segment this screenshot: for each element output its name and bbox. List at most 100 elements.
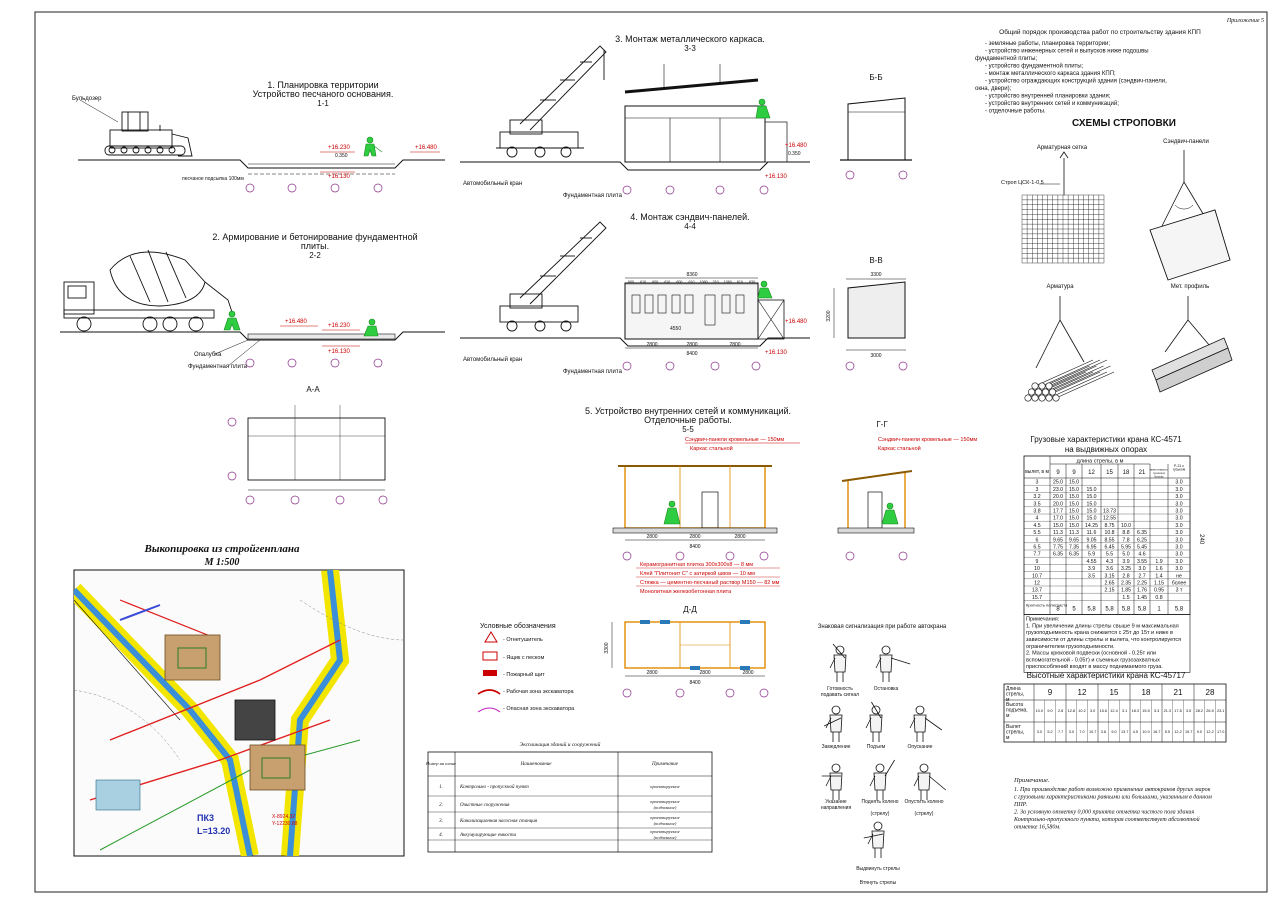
table-cell: 10.7 [1032,573,1042,579]
plan-outline [247,417,386,481]
axis-bubbles [845,361,908,371]
row-label: м [1006,735,1010,741]
ground-line [60,331,445,341]
table-cell: 7.0 [1079,730,1084,734]
table-cell: 10.2 [1078,709,1085,713]
table-cell: проектируемое [650,815,680,820]
order-item: - устройство ограждающих конструкций зда… [985,78,1167,85]
signal-label: Опустить колено [904,799,943,805]
dimension-text: 2800 [646,342,657,348]
building-section [624,465,766,529]
table-cell: 4 [1036,516,1039,522]
dimension-text: 610 [737,280,743,284]
table-cell: 4.55 [1086,559,1096,565]
dimension-text: 2800 [689,534,700,540]
table-header: длина стрелы, в м [1077,459,1124,465]
table-cell: 15.0 [1069,516,1079,522]
table-cell: 3.0 [1175,537,1182,543]
table-cell: 15.7 [1032,595,1042,601]
table-cell: 5.2 [1047,730,1052,734]
mobile-crane-icon [496,45,607,158]
table-cell: 15.0 [1086,494,1096,500]
table-cell: 10 [1034,566,1040,572]
floor-layers-legend: Керамогранитная плитка 300х300х8 — 8 мм … [636,562,780,595]
signal-person-icon [869,759,895,800]
row-label: стрелы, [1006,692,1024,698]
table-header: 18 [1142,688,1151,697]
site-building [261,757,291,779]
table-cell: 12.4 [1110,709,1117,713]
note-line: грузоподъемность крана снижается с 25т д… [1026,630,1173,636]
signal-label: Выдвинуть стрелы [856,866,900,872]
table-cell: 28.2 [1196,709,1203,713]
table-cell: 1.15 [1154,581,1164,587]
signal-person-icon [865,701,883,742]
table-cell: 0.8 [1155,595,1162,601]
table-cell: 18.3 [1132,709,1139,713]
stage3-section: 3-3 [684,44,696,53]
table-cell: Канализационная насосная станция [459,819,538,824]
table-cell: 7.35 [1069,545,1079,551]
dimension-text: 2800 [646,534,657,540]
signal-label: (стрелу) [915,811,934,817]
bulldozer-icon [104,111,193,157]
table-cell: 10.8 [1104,530,1114,536]
axis-bubbles [622,688,769,698]
table-title: Экспликация зданий и сооружений [520,741,601,748]
dimension-text: 310 [713,280,719,284]
table-cell: проектируемое [650,799,680,804]
dimension-text: 2800 [734,534,745,540]
legend-label: - Ящик с песком [503,655,544,661]
table-cell: 20.0 [1053,501,1063,507]
section-dd: Д-Д 3300 2800 2800 2800 8400 [604,605,769,698]
stage2-subtitle: плиты. [301,241,329,251]
slab-label: Фундаментная плита [563,193,623,199]
elevation-mark: +16.130 [765,350,788,356]
dimension-text: 3300 [870,272,881,278]
table-header: 21 [1139,470,1146,476]
order-item: - устройство внутренних сетей и коммуник… [985,100,1119,107]
general-order-list: - земляные работы, планировка территории… [975,41,1167,115]
leader-line [214,339,249,355]
table-cell: 12.2 [1174,730,1181,734]
table-cell: 11.6 [1087,530,1097,536]
elevation-mark: +16.480 [285,319,308,325]
sandwich-panel [757,299,785,340]
table-cell: 3 [1036,480,1039,486]
table-cell: 3.0 [1175,494,1182,500]
table-cell: 25.0 [1053,480,1063,486]
signal-person-icon [824,705,843,742]
table-cell: 9.0 [1197,730,1202,734]
layer-label: Стяжка — цементно-песчаный раствор М150 … [640,579,780,586]
table-cell: 1.85 [1121,588,1131,594]
slab-label: Фундаментная плита [188,364,248,370]
table-cell: 3.6 [1106,566,1113,572]
section-aa: А-А [227,385,388,505]
table-cell: 5.9 [1088,552,1095,558]
appendix-label: Приложение 5 [1226,18,1264,24]
table-cell: 10.0 [1036,709,1043,713]
dimension-text: 2800 [699,670,710,676]
table-cell: 3.0 [1090,709,1095,713]
dimension-text: 610 [664,280,670,284]
table-cell: Контрольно - пропускной пункт [459,784,529,790]
extinguisher-icon [484,631,498,643]
frame-outline [847,97,906,160]
worker-icon [755,98,771,119]
bulldozer-label: Бульдозер [72,96,102,102]
note-line: приспособлений входят в массу поднимаемо… [1026,663,1163,670]
concrete-mixer-icon [63,249,233,332]
windows [640,620,750,670]
table-cell: 17.8 [1174,709,1181,713]
windows [631,294,745,326]
section-gg-title: Г-Г [876,420,888,429]
legend-title: Условные обозначения [480,622,556,630]
table-cell: 17.0 [1217,730,1224,734]
dimension-text: 600 [676,280,682,284]
table-cell: 17.7 [1053,509,1063,515]
frame-label: Каркас стальной [878,445,921,452]
roof-panel-label: Сэндвич-панели кровельные — 150мм [878,437,977,443]
table-cell: 15.0 [1069,523,1079,529]
